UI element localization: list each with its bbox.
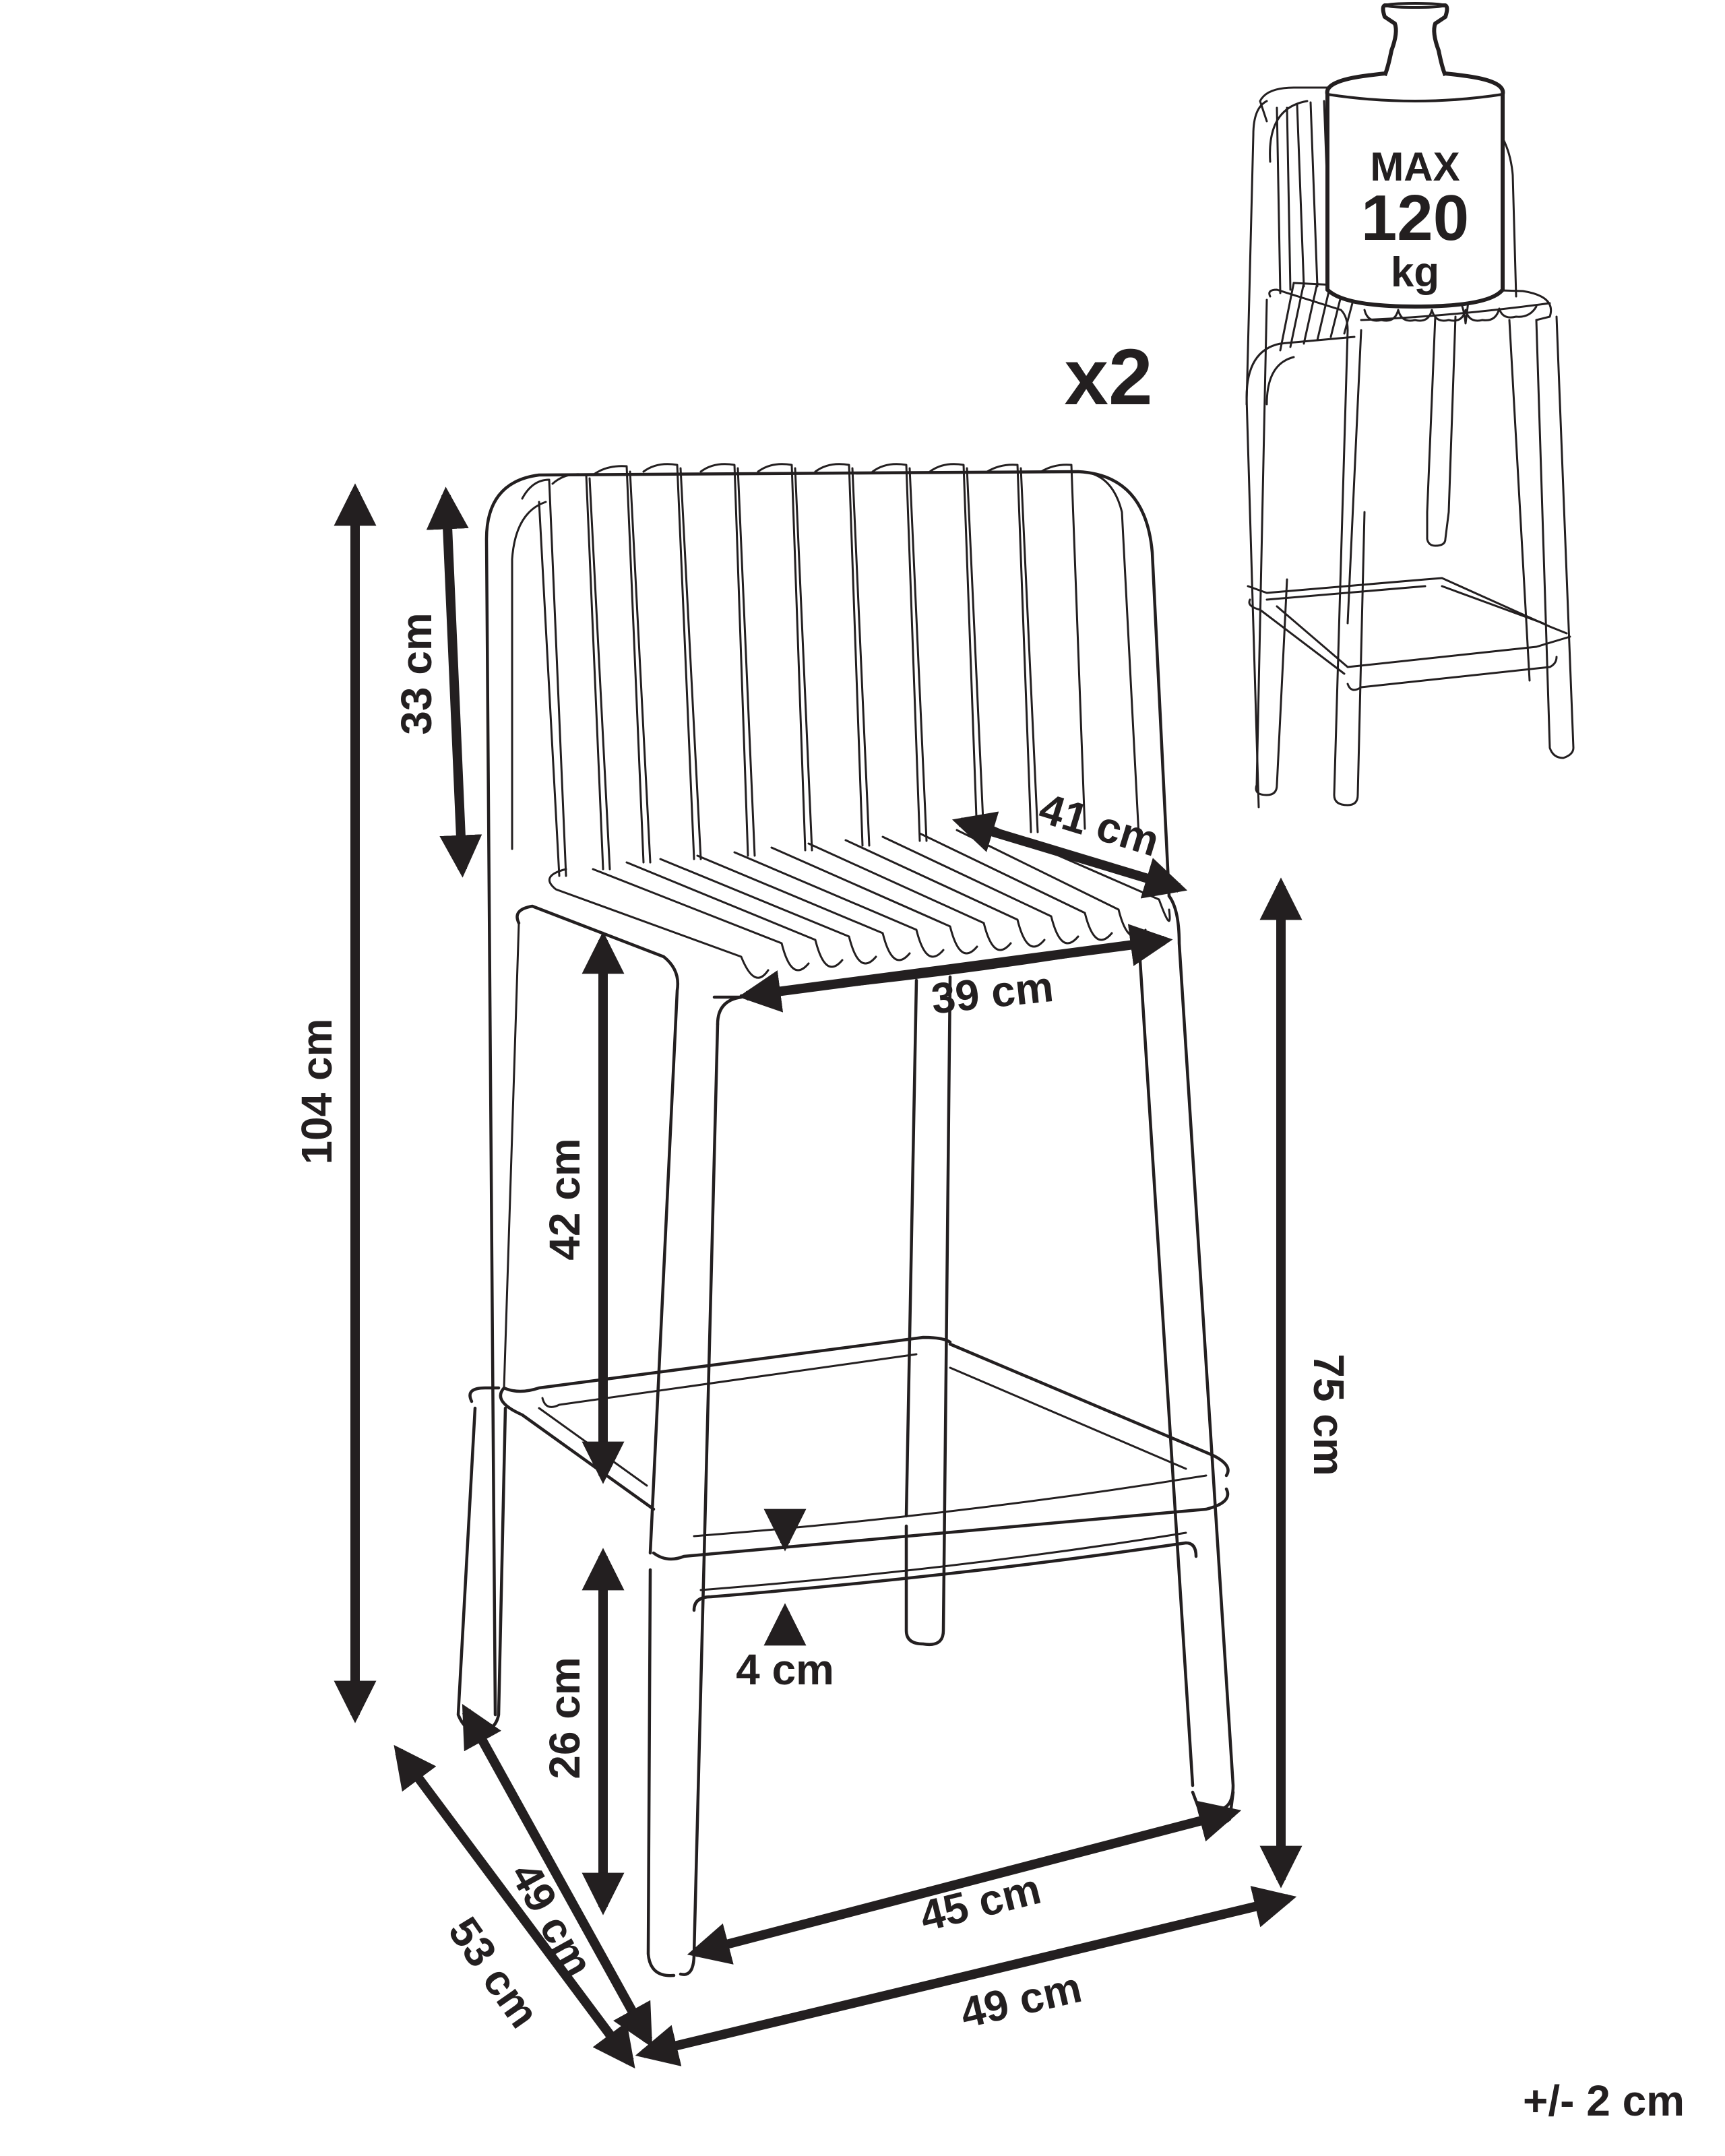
weight-icon: MAX 120 kg	[1325, 2, 1505, 309]
weight-value-label: 120	[1361, 182, 1469, 254]
dim-backrest-height: 33 cm	[392, 486, 482, 878]
backrest-slats	[521, 463, 1140, 877]
dim-seat-depth: 41 cm	[951, 784, 1188, 899]
weight-unit-label: kg	[1391, 249, 1439, 296]
label-total-height: 104 cm	[292, 1018, 341, 1164]
label-backrest-height: 33 cm	[392, 612, 441, 734]
dim-total-height: 104 cm	[292, 483, 377, 1723]
dim-seat-width: 39 cm	[738, 924, 1173, 1023]
label-footrest-height: 26 cm	[540, 1657, 589, 1779]
inset-stool-with-weight: MAX 120 kg	[1245, 2, 1575, 808]
dim-footrest-thickness: 4 cm	[736, 1509, 834, 1694]
dim-seat-to-footrest: 42 cm	[540, 931, 625, 1484]
weight-max-label: MAX	[1370, 144, 1460, 189]
label-seat-height: 75 cm	[1305, 1354, 1353, 1476]
tolerance-label: +/- 2 cm	[1523, 2076, 1685, 2125]
footrest-ring	[456, 1335, 1230, 1734]
label-footrest-thickness: 4 cm	[736, 1645, 834, 1694]
dim-seat-height: 75 cm	[1259, 877, 1353, 1889]
quantity-label: x2	[1064, 333, 1152, 422]
label-seat-to-footrest: 42 cm	[540, 1138, 589, 1260]
